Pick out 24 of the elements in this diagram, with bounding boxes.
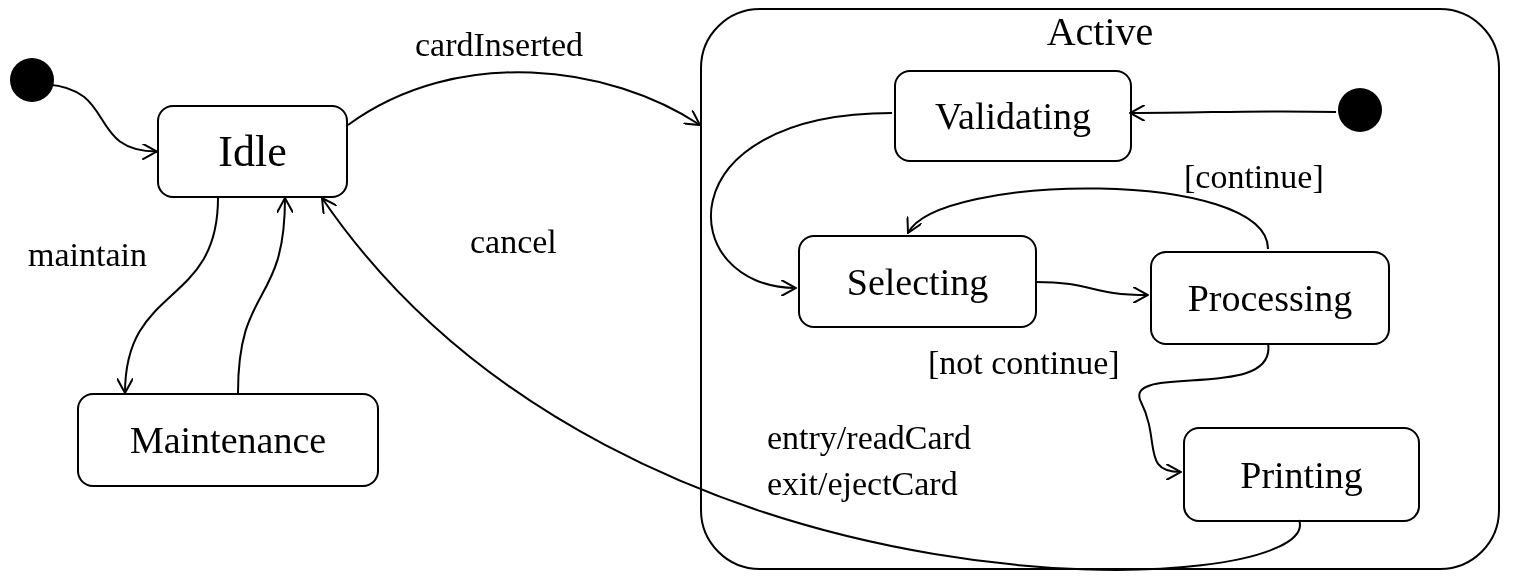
state-box — [77, 393, 379, 487]
state-name: Printing — [1240, 455, 1363, 494]
state-name: Active — [1045, 12, 1155, 52]
transition-arrow — [321, 197, 1300, 571]
transition-arrow — [907, 187, 1269, 250]
state-activities: entry/readCard exit/ejectCard — [767, 418, 972, 504]
transition-arrow — [1034, 281, 1149, 304]
transition-arrow — [117, 197, 219, 394]
transition-arrow — [1129, 103, 1337, 122]
state-box — [798, 235, 1037, 328]
state-box — [894, 70, 1132, 162]
transition-arrow — [237, 197, 294, 394]
state-box — [1183, 427, 1420, 522]
transition-arrow — [347, 71, 701, 126]
state-box — [1150, 251, 1390, 345]
state-name: Processing — [1187, 279, 1353, 317]
state-name: Validating — [934, 97, 1092, 135]
composite-state-box — [700, 8, 1500, 570]
state-name: Idle — [218, 129, 287, 174]
state-name: Selecting — [846, 262, 989, 301]
transition-arrow — [1138, 342, 1269, 480]
state-box — [157, 105, 348, 198]
transition-arrow — [710, 112, 893, 296]
state-name: Maintenance — [129, 421, 327, 459]
